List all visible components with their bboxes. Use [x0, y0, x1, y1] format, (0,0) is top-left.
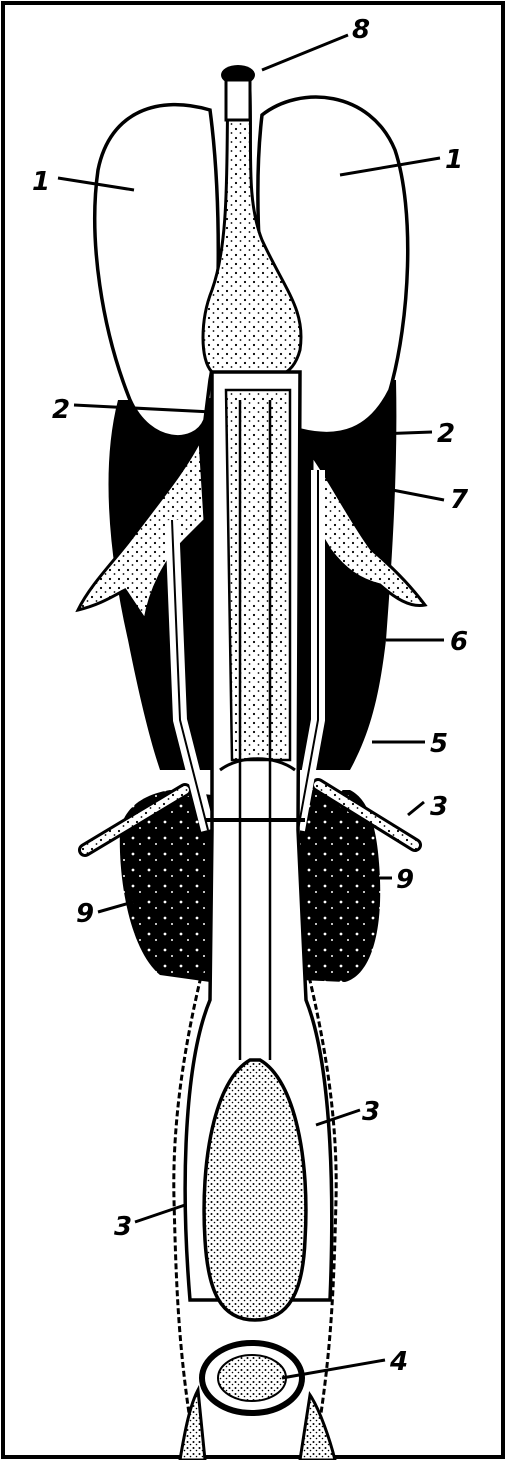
label-2-left: 2 — [52, 395, 70, 425]
papilla-core — [218, 1355, 286, 1401]
label-1-right: 1 — [445, 145, 463, 175]
label-9-left: 9 — [76, 899, 94, 929]
label-7: 7 — [450, 485, 469, 515]
label-1-left: 1 — [32, 167, 50, 197]
label-6: 6 — [450, 627, 468, 657]
label-8: 8 — [352, 15, 370, 45]
base-left — [180, 1390, 205, 1460]
lower-bulb — [204, 1060, 306, 1320]
label-9-right: 9 — [396, 865, 414, 895]
label-4: 4 — [389, 1347, 408, 1377]
label-2-right: 2 — [437, 419, 455, 449]
shaft-core — [226, 390, 290, 760]
left-lobe — [95, 105, 218, 437]
base-right — [300, 1395, 335, 1460]
top-stalk — [226, 80, 250, 120]
label-5: 5 — [430, 729, 448, 759]
label-3-mid-right: 3 — [430, 792, 448, 822]
label-3-low-right: 3 — [362, 1097, 380, 1127]
label-3-low-left: 3 — [114, 1212, 132, 1242]
